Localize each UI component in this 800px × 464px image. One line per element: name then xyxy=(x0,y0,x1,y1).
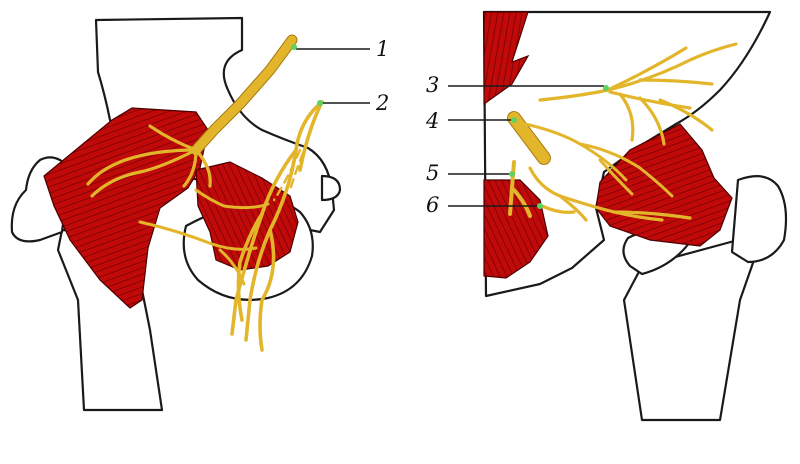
left-ischial-spine xyxy=(320,174,342,202)
right-nerve-6-branches xyxy=(528,166,692,222)
marker-4 xyxy=(511,117,517,123)
label-6: 6 xyxy=(426,193,439,217)
left-nerve-1-trunk xyxy=(191,35,297,155)
left-nerve-1-branches xyxy=(86,124,212,198)
label-4: 4 xyxy=(425,109,439,133)
marker-3 xyxy=(603,85,609,91)
left-nerve-2 xyxy=(230,100,324,352)
marker-5 xyxy=(509,171,515,177)
left-nerve-lower-branches xyxy=(138,188,270,286)
label-5: 5 xyxy=(426,161,439,185)
right-nerve-4-branches xyxy=(514,120,674,198)
label-1: 1 xyxy=(376,37,389,61)
label-2: 2 xyxy=(375,91,389,115)
marker-1 xyxy=(291,44,297,50)
left-gluteal-muscle xyxy=(43,107,209,309)
left-hip-view: 1 2 xyxy=(10,16,389,412)
right-nerve-4-stump xyxy=(508,112,550,164)
marker-2 xyxy=(317,100,323,106)
right-gemellus-muscle xyxy=(483,179,549,279)
right-hip-view: 3 4 5 6 xyxy=(425,10,788,422)
left-nerve-2-deep-course xyxy=(272,138,310,202)
right-piriformis-cut xyxy=(483,11,530,106)
marker-6 xyxy=(537,203,543,209)
label-3: 3 xyxy=(426,73,439,97)
right-greater-trochanter xyxy=(730,175,788,264)
right-nerve-3-branches xyxy=(538,42,738,146)
